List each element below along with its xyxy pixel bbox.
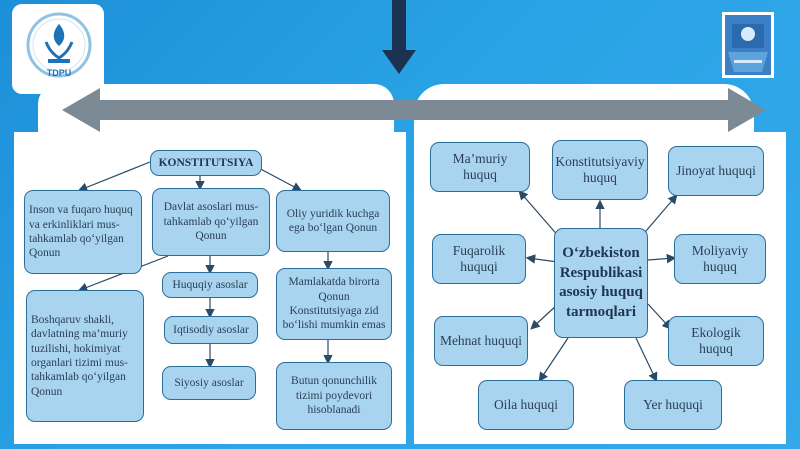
family-law-box: Oila huquqi: [478, 380, 574, 430]
economic-foundations-box: Iqtisodiy asoslar: [164, 316, 258, 344]
constitutional-law-box: Konstitutsiyaviy huquq: [552, 140, 648, 200]
land-law-box: Yer huquqi: [624, 380, 722, 430]
uzbekistan-law-branches-center: O‘zbekiston Respublikasi asosiy huquq ta…: [554, 228, 648, 338]
down-arrow-head-icon: [382, 50, 416, 74]
down-arrow-shaft: [392, 0, 406, 52]
legal-foundations-box: Huquqiy asoslar: [162, 272, 258, 298]
double-arrow-right-icon: [728, 88, 766, 132]
tdpu-logo: TDPU: [26, 12, 92, 78]
legislation-foundation-box: Butun qonunchilik tizimi poydevori hisob…: [276, 362, 392, 430]
no-contrary-law-box: Mamlakatda birorta Qonun Konstitutsiyaga…: [276, 268, 392, 340]
labor-law-box: Mehnat huquqi: [434, 316, 528, 366]
supreme-legal-force-box: Oliy yuridik kuchga ega bo‘lgan Qonun: [276, 190, 390, 252]
svg-text:TDPU: TDPU: [47, 68, 72, 78]
governance-law-box: Boshqaruv shakli, davlatning ma’muriy tu…: [26, 290, 144, 422]
criminal-law-box: Jinoyat huquqi: [668, 146, 764, 196]
ecological-law-box: Ekologik huquq: [668, 316, 764, 366]
financial-law-box: Moliyaviy huquq: [674, 234, 766, 284]
state-foundations-law-box: Davlat asoslari mus-tahkamlab qo‘yilgan …: [152, 188, 270, 256]
political-foundations-box: Siyosiy asoslar: [162, 366, 256, 400]
administrative-law-box: Ma’muriy huquq: [430, 142, 530, 192]
civil-law-box: Fuqarolik huquqi: [432, 234, 526, 284]
constitution-root-box: KONSTITUTSIYA: [150, 150, 262, 176]
institution-emblem-icon: [722, 12, 774, 78]
double-arrow-shaft: [92, 100, 728, 120]
double-arrow-left-icon: [62, 88, 100, 132]
human-rights-law-box: Inson va fuqaro huquq va erkinliklari mu…: [24, 190, 142, 274]
